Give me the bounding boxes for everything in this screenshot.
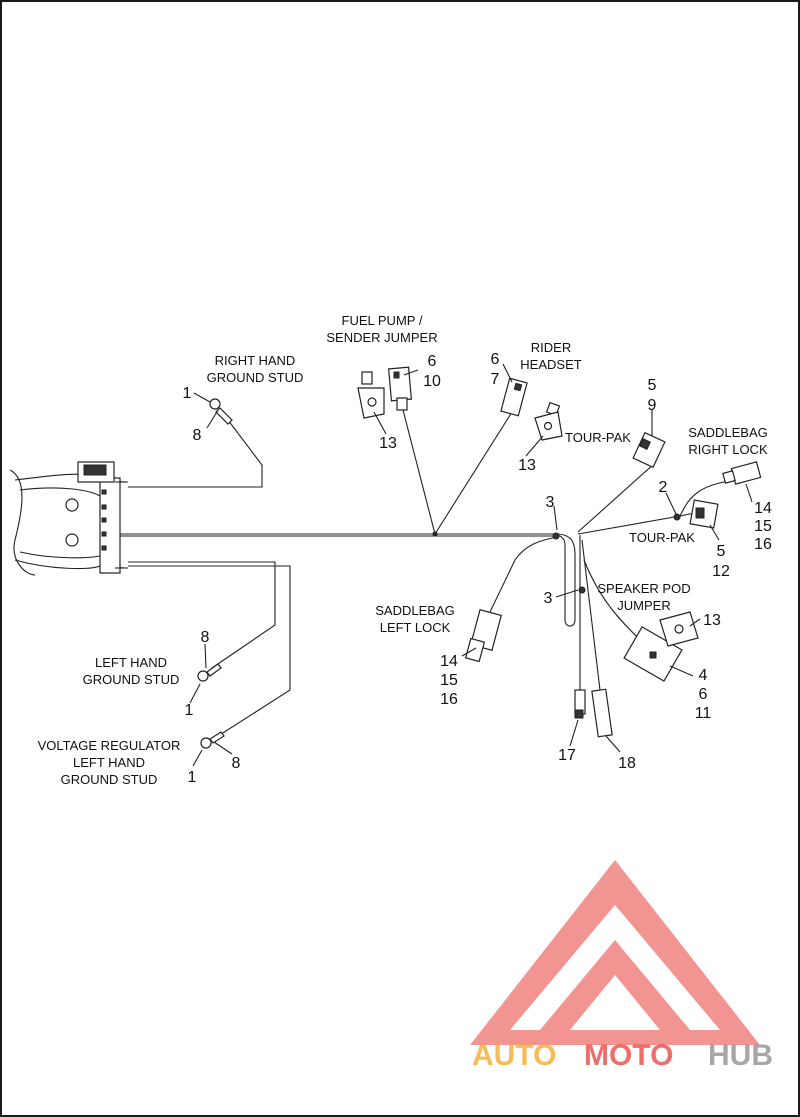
watermark-moto: MOTO (584, 1039, 673, 1072)
callout-11-speaker: 11 (695, 705, 712, 722)
label-ground-stud: GROUND STUD (207, 370, 304, 385)
label-lh-ground-stud: GROUND STUD (83, 672, 180, 687)
callout-16-r: 16 (754, 536, 772, 553)
triangle-logo-icon (470, 860, 760, 1045)
callout-13-speaker: 13 (703, 612, 721, 629)
callout-15-r: 15 (754, 518, 772, 535)
tour-pak-side-connector (689, 499, 719, 529)
label-voltage-regulator: VOLTAGE REGULATOR (38, 738, 181, 753)
saddlebag-left-connector (464, 609, 503, 663)
callout-1-rh: 1 (183, 385, 192, 402)
label-jumper: JUMPER (617, 598, 670, 613)
watermark-hub: HUB (708, 1039, 773, 1072)
label-vr-left-hand: LEFT HAND (73, 755, 145, 770)
watermark: AUTO MOTO HUB (472, 1039, 773, 1072)
chassis-frame (9, 461, 128, 576)
callout-10-fuel: 10 (423, 373, 441, 390)
connector-18 (591, 688, 613, 738)
callout-12-side: 12 (712, 563, 730, 580)
ring-terminal-icon (197, 663, 222, 682)
label-sender-jumper: SENDER JUMPER (326, 330, 437, 345)
ring-terminal-icon (209, 398, 233, 425)
retainer-clip-icon (659, 611, 699, 647)
callout-1-vr: 1 (188, 769, 197, 786)
callout-8-vr: 8 (232, 755, 241, 772)
callout-9-tourpak: 9 (648, 397, 657, 414)
label-speaker-pod: SPEAKER POD (597, 581, 690, 596)
label-saddlebag-r: SADDLEBAG (688, 425, 767, 440)
watermark-auto: AUTO (472, 1039, 556, 1072)
callout-18: 18 (618, 755, 636, 772)
callout-2: 2 (659, 479, 668, 496)
callout-14-r: 14 (754, 500, 772, 517)
leader-lines (189, 363, 753, 767)
callout-16-l: 16 (440, 691, 458, 708)
callout-8-lh: 8 (201, 629, 210, 646)
callout-6-fuel: 6 (428, 353, 437, 370)
callout-3a: 3 (546, 494, 555, 511)
saddlebag-right-connector (722, 461, 762, 485)
callout-6-speaker: 6 (699, 686, 708, 703)
tour-pak-top-connector (632, 431, 666, 469)
callout-4-speaker: 4 (699, 667, 708, 684)
callout-5-tourpak: 5 (648, 377, 657, 394)
speaker-pod-connector (623, 626, 683, 682)
callout-5-side: 5 (717, 543, 726, 560)
callout-8-rh: 8 (193, 427, 202, 444)
label-right-lock: RIGHT LOCK (688, 442, 768, 457)
callout-17: 17 (558, 747, 576, 764)
label-tour-pak-top: TOUR-PAK (565, 430, 631, 445)
main-harness (120, 409, 736, 739)
label-left-lock: LEFT LOCK (380, 620, 451, 635)
callout-14-l: 14 (440, 653, 458, 670)
callout-13-headset: 13 (518, 457, 536, 474)
label-saddlebag-l: SADDLEBAG (375, 603, 454, 618)
label-fuel-pump: FUEL PUMP / (342, 313, 423, 328)
retainer-clip-icon (552, 513, 681, 594)
callout-15-l: 15 (440, 672, 458, 689)
callout-13-fuel: 13 (379, 435, 397, 452)
callout-1-lh: 1 (185, 702, 194, 719)
callout-6-headset: 6 (491, 351, 500, 368)
rider-headset-connector (500, 377, 528, 417)
label-rider: RIDER (531, 340, 571, 355)
label-vr-ground-stud: GROUND STUD (61, 772, 158, 787)
label-tour-pak-side: TOUR-PAK (629, 530, 695, 545)
label-right-hand: RIGHT HAND (215, 353, 296, 368)
label-headset: HEADSET (520, 357, 581, 372)
retainer-clip-icon (357, 371, 385, 419)
callout-3b: 3 (544, 590, 553, 607)
ring-terminal-icon (200, 731, 225, 749)
retainer-clip-icon (534, 401, 563, 441)
label-left-hand: LEFT HAND (95, 655, 167, 670)
callout-7-headset: 7 (491, 371, 500, 388)
connector-17 (574, 689, 586, 719)
fuel-pump-connector (387, 366, 413, 411)
